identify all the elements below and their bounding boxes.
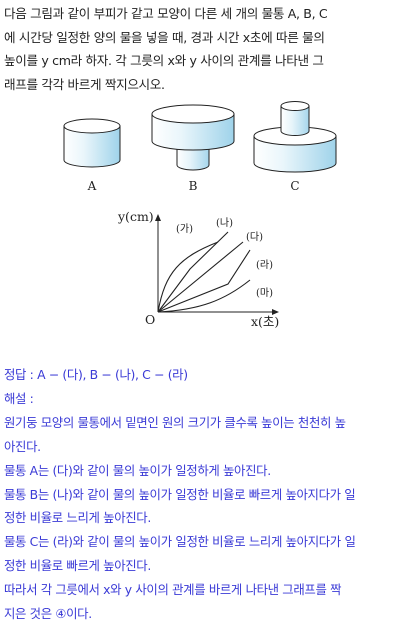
container-c-label: C bbox=[290, 179, 299, 193]
answer-line-10: 따라서 각 그릇에서 x와 y 사이의 관계를 바르게 나타낸 그래프를 짝 bbox=[4, 582, 342, 598]
question-line-3: 높이를 y cm라 하자. 각 그릇의 x와 y 사이의 관계를 나타낸 그 bbox=[4, 53, 324, 68]
curve-ra bbox=[157, 249, 251, 313]
question-line-4: 래프를 각각 바르게 짝지으시오. bbox=[4, 76, 165, 92]
answer-line-5: 물통 A는 (다)와 같이 물의 높이가 일정하게 높아진다. bbox=[4, 462, 271, 478]
answer-line-8: 물통 C는 (라)와 같이 물의 높이가 일정한 비율로 느리게 높아지다가 일 bbox=[4, 534, 356, 550]
question-text: 다음 그림과 같이 부피가 같고 모양이 다른 세 개의 물통 A, B, C … bbox=[4, 2, 398, 96]
answer-line-7: 정한 비율로 느리게 높아진다. bbox=[4, 510, 151, 526]
containers-figure: A B C bbox=[63, 101, 337, 193]
curve-na bbox=[157, 231, 229, 313]
answer-line-2: 해설 : bbox=[4, 390, 34, 406]
question-line-2: 에 시간당 일정한 양의 물을 넣을 때, 경과 시간 x초에 따른 물의 bbox=[4, 29, 325, 45]
y-axis-label: y(cm) bbox=[117, 209, 154, 224]
answer-line-6: 물통 B는 (나)와 같이 물의 높이가 일정한 비율로 빠르게 높아지다가 일 bbox=[4, 486, 356, 502]
curve-ma bbox=[157, 279, 251, 313]
curve-label-ma: (마) bbox=[256, 287, 273, 299]
answer-line-11: 지은 것은 ④이다. bbox=[4, 606, 92, 622]
curve-label-ra: (라) bbox=[256, 259, 273, 271]
answer-section: 정답 : A − (다), B − (나), C − (라) 해설 : 원기둥 … bbox=[4, 363, 398, 626]
x-axis-label: x(초) bbox=[251, 314, 279, 329]
answer-line-4: 아진다. bbox=[4, 438, 41, 454]
curve-label-na: (나) bbox=[216, 217, 233, 229]
container-a-label: A bbox=[87, 179, 97, 193]
answer-line-9: 정한 비율로 빠르게 높아진다. bbox=[4, 558, 151, 574]
origin-label: O bbox=[145, 312, 155, 327]
container-a: A bbox=[63, 118, 121, 193]
answer-line-3: 원기둥 모양의 물통에서 밑면인 원의 크기가 클수록 높이는 천천히 높 bbox=[4, 414, 346, 430]
curve-label-ga: (가) bbox=[176, 223, 193, 235]
graph-curves bbox=[157, 231, 251, 313]
container-c: C bbox=[253, 101, 337, 193]
container-b: B bbox=[151, 104, 235, 193]
curve-ga bbox=[157, 241, 219, 313]
axes bbox=[155, 214, 279, 315]
answer-line-1: 정답 : A − (다), B − (나), C − (라) bbox=[4, 367, 188, 382]
curve-label-da: (다) bbox=[246, 231, 263, 243]
curve-da bbox=[157, 241, 244, 313]
question-line-1: 다음 그림과 같이 부피가 같고 모양이 다른 세 개의 물통 A, B, C bbox=[4, 6, 328, 21]
container-b-label: B bbox=[189, 179, 198, 193]
graph-figure: y(cm) x(초) O (가) (나) (다) (라) (마) bbox=[117, 209, 279, 329]
